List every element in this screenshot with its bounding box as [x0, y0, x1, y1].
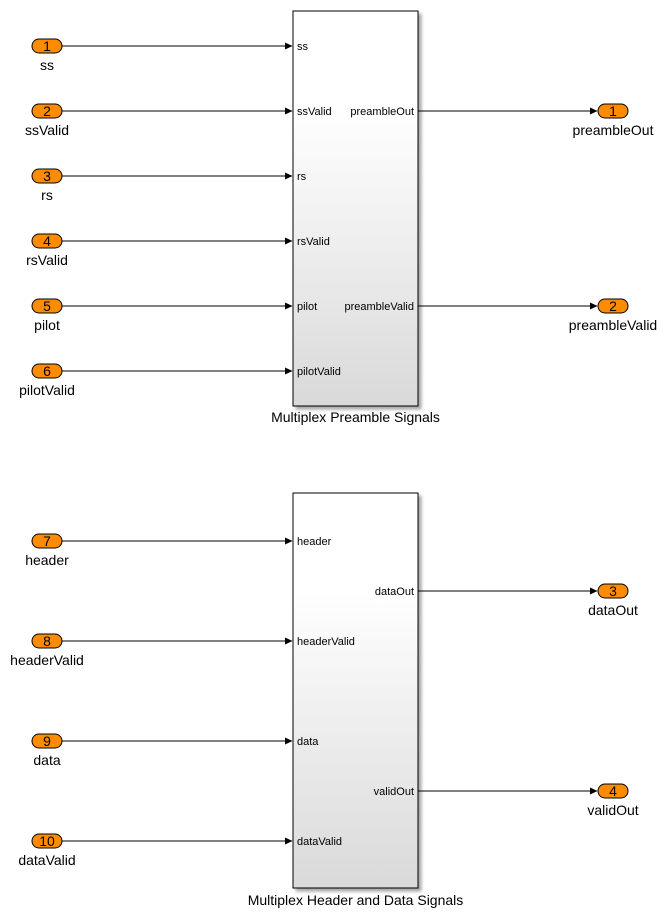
- outport-shape[interactable]: [597, 583, 629, 599]
- inport-name: rs: [41, 187, 53, 203]
- block-input-label: ss: [297, 41, 309, 53]
- outport-dataOut[interactable]: 3 dataOut: [588, 583, 638, 618]
- block-input-label: rs: [297, 171, 307, 183]
- inport-name: pilot: [34, 317, 60, 333]
- inport-number: 7: [43, 533, 51, 549]
- block-output-label: preambleOut: [350, 106, 414, 118]
- block-body[interactable]: [292, 492, 419, 889]
- block-input-label: data: [297, 736, 319, 748]
- block-preamble[interactable]: Multiplex Preamble Signals ss ssValid rs rsV…: [271, 10, 440, 425]
- block-input-label: dataValid: [297, 836, 342, 848]
- inport-header[interactable]: 7 header: [25, 533, 69, 568]
- inport-name: ssValid: [25, 122, 69, 138]
- inport-number: 2: [43, 103, 51, 119]
- inport-name: pilotValid: [19, 382, 75, 398]
- inport-name: header: [25, 552, 69, 568]
- inport-number: 5: [43, 298, 51, 314]
- block-body[interactable]: [292, 10, 419, 407]
- block-output-label: validOut: [374, 786, 414, 798]
- inport-name: headerValid: [10, 652, 84, 668]
- outport-shape[interactable]: [597, 783, 629, 799]
- outport-shape[interactable]: [597, 103, 629, 119]
- inport-rsValid[interactable]: 4 rsValid: [26, 233, 68, 268]
- outport-preambleValid[interactable]: 2 preambleValid: [569, 298, 657, 333]
- inport-name: ss: [40, 57, 54, 73]
- inport-number: 9: [43, 733, 51, 749]
- outport-name: dataOut: [588, 602, 638, 618]
- inport-ss[interactable]: 1 ss: [31, 38, 63, 73]
- inport-pilotValid[interactable]: 6 pilotValid: [19, 363, 75, 398]
- block-output-label: dataOut: [375, 586, 414, 598]
- inport-name: rsValid: [26, 252, 68, 268]
- block-input-label: headerValid: [297, 636, 355, 648]
- inport-number: 10: [39, 833, 55, 849]
- inport-ssValid[interactable]: 2 ssValid: [25, 103, 69, 138]
- block-headerdata[interactable]: Multiplex Header and Data Signals header h…: [248, 492, 464, 908]
- block-input-label: header: [297, 536, 332, 548]
- inport-name: dataValid: [18, 852, 75, 868]
- outport-number: 2: [609, 298, 617, 314]
- outport-name: validOut: [587, 802, 638, 818]
- outport-shape[interactable]: [597, 298, 629, 314]
- outport-name: preambleOut: [573, 122, 654, 138]
- block-title: Multiplex Preamble Signals: [271, 409, 440, 425]
- inport-pilot[interactable]: 5 pilot: [31, 298, 63, 333]
- inport-number: 6: [43, 363, 51, 379]
- block-input-label: pilotValid: [297, 366, 341, 378]
- inport-number: 4: [43, 233, 51, 249]
- block-output-label: preambleValid: [344, 301, 414, 313]
- inport-rs[interactable]: 3 rs: [31, 168, 63, 203]
- block-input-label: ssValid: [297, 106, 332, 118]
- inport-dataValid[interactable]: 10 dataValid: [18, 833, 75, 868]
- block-input-label: pilot: [297, 301, 317, 313]
- block-input-label: rsValid: [297, 236, 330, 248]
- inport-number: 8: [43, 633, 51, 649]
- inport-number: 3: [43, 168, 51, 184]
- outport-preambleOut[interactable]: 1 preambleOut: [573, 103, 654, 138]
- outport-number: 1: [609, 103, 617, 119]
- inport-headerValid[interactable]: 8 headerValid: [10, 633, 84, 668]
- inport-number: 1: [43, 38, 51, 54]
- outport-name: preambleValid: [569, 317, 657, 333]
- inport-data[interactable]: 9 data: [31, 733, 63, 768]
- inport-name: data: [33, 752, 60, 768]
- block-title: Multiplex Header and Data Signals: [248, 892, 464, 908]
- outport-number: 4: [609, 783, 617, 799]
- outport-validOut[interactable]: 4 validOut: [587, 783, 638, 818]
- outport-number: 3: [609, 583, 617, 599]
